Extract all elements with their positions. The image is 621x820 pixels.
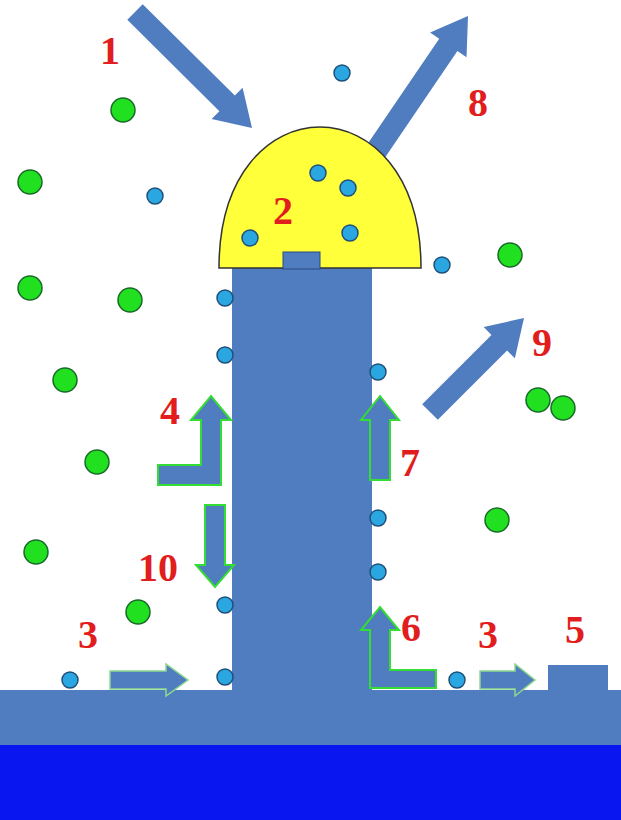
flux-arrows-shape [127, 4, 252, 128]
blue-adatoms-shape [449, 672, 465, 688]
nanowire-shape [232, 268, 372, 692]
green-particles-shape [551, 396, 575, 420]
blue-adatoms-shape [370, 564, 386, 580]
blue-adatoms-shape [217, 290, 233, 306]
flux-arrows-shape [422, 318, 524, 420]
substrate-shape [548, 665, 608, 691]
green-particles-shape [118, 288, 142, 312]
callout-number: 2 [273, 188, 293, 234]
callout-number: 5 [565, 607, 585, 653]
blue-adatoms-shape [370, 510, 386, 526]
dissolved-atom [242, 230, 258, 246]
substrate-shape [0, 690, 621, 745]
dissolved-atom [340, 180, 356, 196]
wall-diffusion-arrows-shape [361, 607, 436, 688]
blue-adatoms-shape [217, 347, 233, 363]
green-particles-shape [18, 170, 42, 194]
green-particles-shape [24, 540, 48, 564]
callout-number: 10 [138, 545, 178, 591]
green-particles-shape [53, 368, 77, 392]
green-particles-shape [485, 508, 509, 532]
blue-adatoms-shape [217, 669, 233, 685]
blue-adatoms-shape [217, 597, 233, 613]
callout-number: 3 [478, 612, 498, 658]
blue-adatoms [62, 65, 465, 688]
green-particles-shape [498, 243, 522, 267]
blue-adatoms-shape [62, 672, 78, 688]
callout-number: 1 [100, 28, 120, 74]
substrate-shape [0, 745, 621, 820]
wall-diffusion-arrows-shape [361, 396, 399, 480]
blue-adatoms-shape [434, 257, 450, 273]
green-particles [18, 98, 575, 624]
growth-front [283, 252, 320, 269]
nanowire [232, 268, 372, 692]
blue-adatoms-shape [334, 65, 350, 81]
droplet-shape [219, 127, 421, 268]
flux-arrows-shape [361, 16, 468, 166]
blue-adatoms-shape [147, 188, 163, 204]
green-particles-shape [85, 450, 109, 474]
green-particles-shape [111, 98, 135, 122]
callout-number: 7 [400, 440, 420, 486]
surface-diffusion-arrows [110, 664, 535, 696]
callout-number: 4 [160, 388, 180, 434]
dissolved-atom [310, 165, 326, 181]
blue-adatoms-shape [370, 364, 386, 380]
green-particles-shape [18, 276, 42, 300]
catalyst-droplet: 2 [218, 126, 422, 269]
droplet-outline [218, 126, 422, 269]
surface-diffusion-arrows-shape [480, 664, 535, 696]
green-particles-shape [126, 600, 150, 624]
callout-number: 3 [78, 612, 98, 658]
flux-arrows [127, 4, 524, 420]
callout-number: 9 [532, 320, 552, 366]
wall-diffusion-arrows-shape [196, 505, 234, 587]
surface-diffusion-arrows-shape [110, 664, 188, 696]
green-particles-shape [526, 388, 550, 412]
callout-number: 8 [468, 80, 488, 126]
wall-diffusion-arrows [158, 396, 436, 688]
callout-number: 6 [401, 605, 421, 651]
dissolved-atom [342, 225, 358, 241]
